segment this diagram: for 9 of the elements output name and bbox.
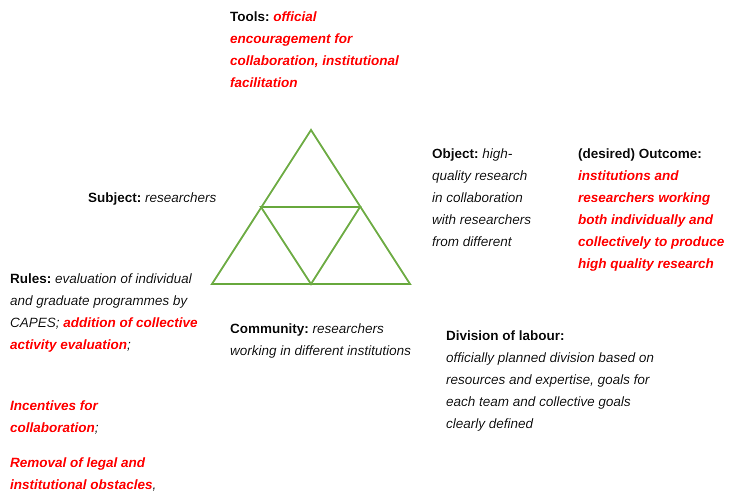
annotation-text: Tools: official encouragement for collaboration, institutional facilitation: [230, 8, 400, 92]
annotation-text: Community: researchers working in different institutions: [230, 320, 412, 360]
annotation-text: Subject: researchers: [88, 189, 218, 207]
annotation-text: Division of labour: officially planned division based on resources and expertise, goals for each team and collective goals clearly defined: [446, 327, 655, 433]
annotation-text: Rules: evaluation of individual and graduate programmes by CAPES; addition of collective activity evaluation;: [10, 270, 199, 354]
annotation-text: Object: high-quality research in collaboration with researchers from different: [432, 145, 532, 251]
annotation-text: Removal of legal and institutional obstacles,: [10, 454, 158, 494]
annotation-text: Incentives for collaboration;: [10, 397, 100, 437]
annotation-text: (desired) Outcome: institutions and researchers working both individually and collectively to produce high quality research: [578, 145, 726, 273]
